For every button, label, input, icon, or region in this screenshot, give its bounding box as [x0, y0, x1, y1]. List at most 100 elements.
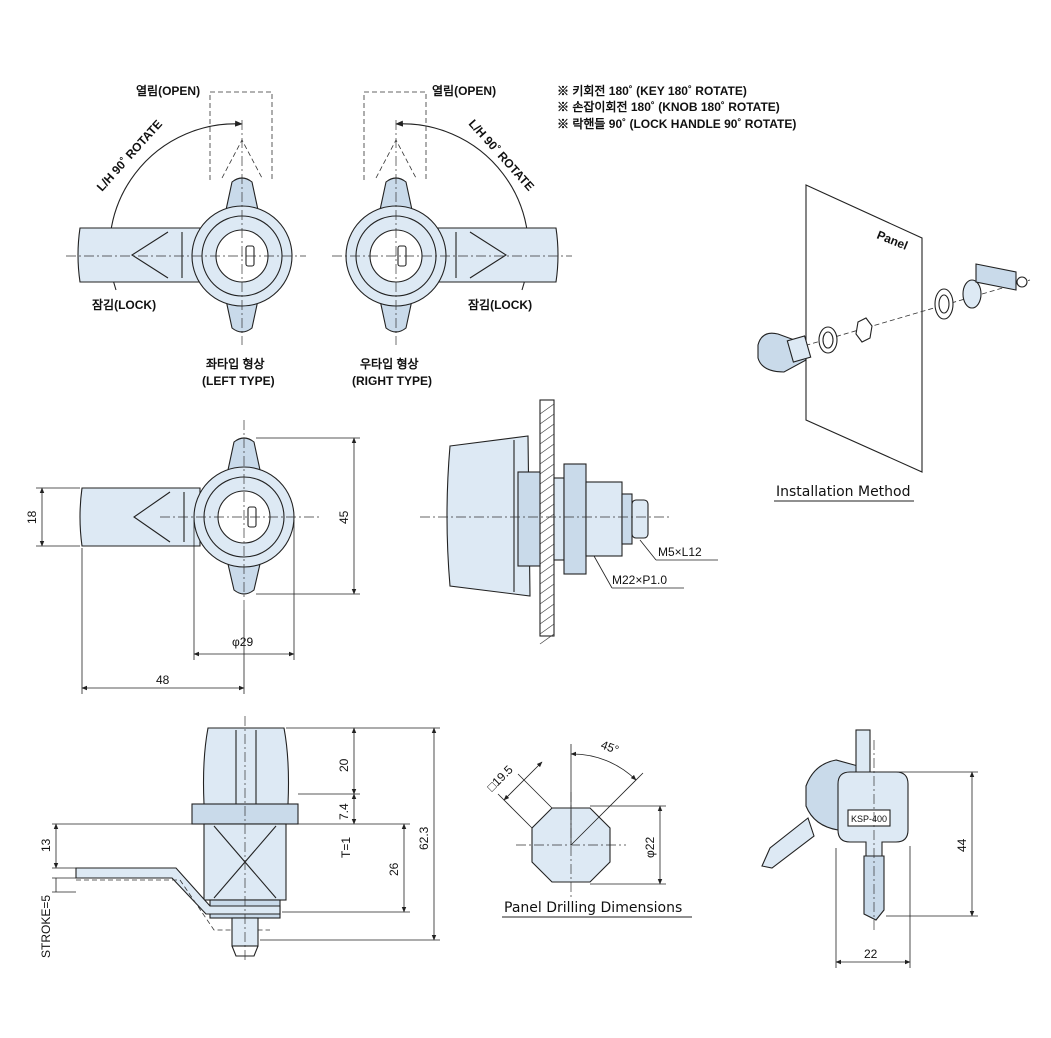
hatch-line [539, 583, 555, 595]
key-label-plate [847, 809, 891, 827]
hatch-line [539, 623, 555, 635]
lock-handle-left [77, 227, 201, 283]
key-ring-tab [855, 729, 871, 775]
washer-hole-iso [822, 331, 834, 349]
rotation-notes: ※ 키회전 180˚ (KEY 180˚ ROTATE) ※ 손잡이회전 180… [557, 83, 796, 131]
thread-m22: M22×P1.0 [612, 573, 667, 587]
note-key-rotate: ※ 키회전 180˚ (KEY 180˚ ROTATE) [557, 83, 747, 98]
side-panel-hatch [539, 403, 555, 645]
dim-square-19-5: □19.5 [484, 762, 516, 794]
cam-iso [975, 263, 1017, 291]
right-type-view: 열림(OPEN) L/H 90˚ ROTATE 잠김(LOCK) 우타입 형상 … [332, 83, 572, 388]
hatch-line [539, 613, 555, 625]
hatch-line [539, 493, 555, 505]
hatch-line [539, 523, 555, 535]
lock-thread-iso [786, 335, 812, 363]
thread-m5: M5×L12 [658, 545, 702, 559]
section-cam [75, 867, 281, 915]
note-knob-rotate: ※ 손잡이회전 180˚ (KNOB 180˚ ROTATE) [557, 99, 780, 114]
front-view: 18 45 φ29 48 [25, 420, 360, 694]
side-view: M5×L12 M22×P1.0 [420, 399, 718, 645]
label-right-type-kr: 우타입 형상 [360, 356, 419, 371]
installation-title: Installation Method [776, 484, 911, 500]
knob-wing-bottom-left [225, 299, 259, 333]
side-body [585, 481, 623, 557]
nut-iso [855, 317, 873, 343]
front-handle-chevron [133, 491, 171, 543]
front-handle [79, 487, 201, 547]
hatch-line [539, 513, 555, 525]
dim-22: 22 [864, 947, 878, 961]
toothed-washer-iso [934, 288, 954, 320]
hatch-line [539, 463, 555, 475]
dim-stroke: STROKE=5 [39, 895, 53, 958]
screw-iso [1016, 276, 1028, 288]
label-left-type-en: (LEFT TYPE) [202, 374, 275, 388]
key-view: KSP-400 44 22 [761, 729, 978, 968]
side-cam-plate [621, 493, 633, 545]
dim-44: 44 [955, 838, 969, 852]
side-washer [553, 477, 565, 561]
hatch-line [539, 533, 555, 545]
dim-18: 18 [25, 510, 39, 524]
ghost-open-handle-right [363, 91, 427, 180]
installation-method: Panel Installation Method [757, 184, 1031, 502]
handle-chevron-left [130, 231, 169, 279]
hatch-line [539, 403, 555, 415]
section-view: 20 7.4 T=1 26 62.3 13 STROKE=5 [39, 716, 440, 962]
label-open-left: 열림(OPEN) [136, 83, 200, 98]
dim-20: 20 [337, 758, 351, 772]
hatch-line [539, 543, 555, 555]
dim-angle-45: 45° [599, 738, 621, 757]
dim-7-4: 7.4 [337, 803, 351, 820]
hatch-line [539, 503, 555, 515]
key-back-blade [761, 817, 815, 869]
dim-phi22: φ22 [643, 837, 657, 858]
dim-phi29: φ29 [232, 635, 253, 649]
label-rotate-right: L/H 90˚ ROTATE [466, 117, 537, 194]
front-wing-top [227, 437, 261, 471]
side-flange [517, 471, 541, 567]
hatch-line [539, 413, 555, 425]
side-nut [563, 463, 587, 575]
dim-48: 48 [156, 673, 170, 687]
dim-t1: T=1 [339, 837, 353, 858]
dim-62-3: 62.3 [417, 826, 431, 850]
drilling-title: Panel Drilling Dimensions [504, 900, 682, 916]
left-type-view: 열림(OPEN) L/H 90˚ ROTATE 잠김(LOCK) 좌타입 형상 … [66, 83, 306, 388]
handle-chevron-right [469, 231, 508, 279]
side-screw [631, 499, 649, 539]
lock-handle-right [437, 227, 559, 283]
label-open-right: 열림(OPEN) [432, 83, 496, 98]
hatch-line [539, 603, 555, 615]
ghost-open-handle-left [209, 91, 273, 180]
label-right-type-en: (RIGHT TYPE) [352, 374, 432, 388]
note-handle-rotate: ※ 락핸들 90˚ (LOCK HANDLE 90˚ ROTATE) [557, 116, 796, 131]
label-left-type-kr: 좌타입 형상 [206, 356, 265, 371]
hatch-line [539, 573, 555, 585]
hatch-line [539, 553, 555, 565]
hatch-line [539, 433, 555, 445]
hatch-line [539, 633, 555, 645]
dim-26: 26 [387, 862, 401, 876]
washer-iso [818, 326, 838, 354]
hatch-line [539, 453, 555, 465]
label-lock-right: 잠김(LOCK) [468, 297, 532, 312]
back-nut-iso [962, 279, 982, 309]
key-label: KSP-400 [851, 814, 887, 824]
hatch-line [539, 443, 555, 455]
hatch-line [539, 483, 555, 495]
label-lock-left: 잠김(LOCK) [92, 297, 156, 312]
dim-45: 45 [337, 510, 351, 524]
hatch-line [539, 473, 555, 485]
hatch-line [539, 593, 555, 605]
side-knob [446, 435, 531, 597]
panel-drilling: □19.5 45° φ22 Panel Drilling Dimensions [484, 738, 692, 918]
hatch-line [539, 563, 555, 575]
dim-13: 13 [39, 838, 53, 852]
hatch-line [539, 423, 555, 435]
section-knob [202, 727, 290, 805]
knob-wing-bottom-right [379, 299, 413, 333]
toothed-washer-hole-iso [938, 294, 950, 314]
